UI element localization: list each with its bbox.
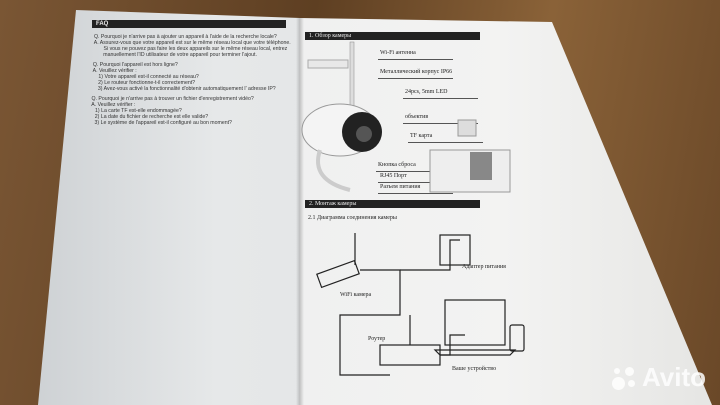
- faq-line: 3) Avez-vous activé la fonctionnalité d'…: [97, 86, 276, 92]
- faq-line: 2) Le routeur fonctionne-t-il correcteme…: [98, 80, 196, 86]
- label-power-adapter: Адаптер питания: [462, 264, 506, 270]
- leader-line: [403, 98, 478, 99]
- section1-header: 1. Обзор камеры: [305, 32, 480, 40]
- faq-line: 3) Le système de l'appareil est-il confi…: [94, 120, 232, 126]
- camera-illustration: [301, 41, 511, 193]
- connection-diagram: [316, 233, 525, 376]
- leader-line: [376, 171, 451, 172]
- section2-header: 2. Монтаж камеры: [305, 200, 480, 208]
- faq-line: Si vous ne pouvez pas faire les deux app…: [103, 46, 288, 52]
- subsection-title: 2.1 Диаграмма соединения камеры: [308, 215, 397, 221]
- label-router: Роутер: [368, 336, 386, 342]
- faq-header: FAQ: [92, 20, 286, 28]
- leader-line: [403, 123, 478, 124]
- label-wifi-camera: WiFi камера: [340, 292, 372, 298]
- faq-line: 1) Votre appareil est-il connecté au rés…: [98, 74, 199, 80]
- camera-label: объектив: [405, 114, 429, 120]
- leader-line: [378, 59, 453, 60]
- leader-line: [378, 78, 453, 79]
- avito-logo-icon: [612, 365, 638, 391]
- camera-label: Металлический корпус IP66: [380, 69, 453, 75]
- faq-line: A. Assurez-vous que votre appareil est s…: [93, 40, 291, 46]
- avito-watermark: Avito: [612, 362, 706, 393]
- camera-label: Wi-Fi антенна: [380, 50, 416, 56]
- faq-line: 1) La carte TF est-elle endommagée?: [95, 108, 182, 114]
- camera-label: 24pcs, 5mm LED: [405, 89, 448, 95]
- camera-label: RJ45 Порт: [380, 173, 407, 179]
- faq-line: Q. Pourquoi je n'arrive pas à trouver un…: [91, 96, 254, 102]
- faq-line: manuellement l'ID utilisateur de votre a…: [103, 52, 257, 58]
- leader-line: [408, 142, 483, 143]
- camera-label: Разъем питания: [380, 184, 421, 190]
- camera-label: TF карта: [410, 133, 433, 139]
- label-your-device: Ваше устройство: [452, 366, 497, 372]
- camera-label: Кнопка сброса: [378, 162, 416, 168]
- faq-line: 2) La date du fichier de recherche est e…: [94, 114, 209, 120]
- spine-shadow: [296, 18, 304, 405]
- leader-line: [378, 182, 453, 183]
- avito-wordmark: Avito: [642, 362, 707, 392]
- leader-line: [378, 193, 453, 194]
- faq-line: Q. Pourquoi je n'arrive pas à ajouter un…: [94, 34, 277, 40]
- faq-line: A. Veuillez vérifier :: [91, 102, 136, 108]
- faq-line: Q. Pourquoi l'appareil est hors ligne?: [92, 62, 178, 68]
- faq-line: A. Veuillez vérifier :: [92, 68, 137, 74]
